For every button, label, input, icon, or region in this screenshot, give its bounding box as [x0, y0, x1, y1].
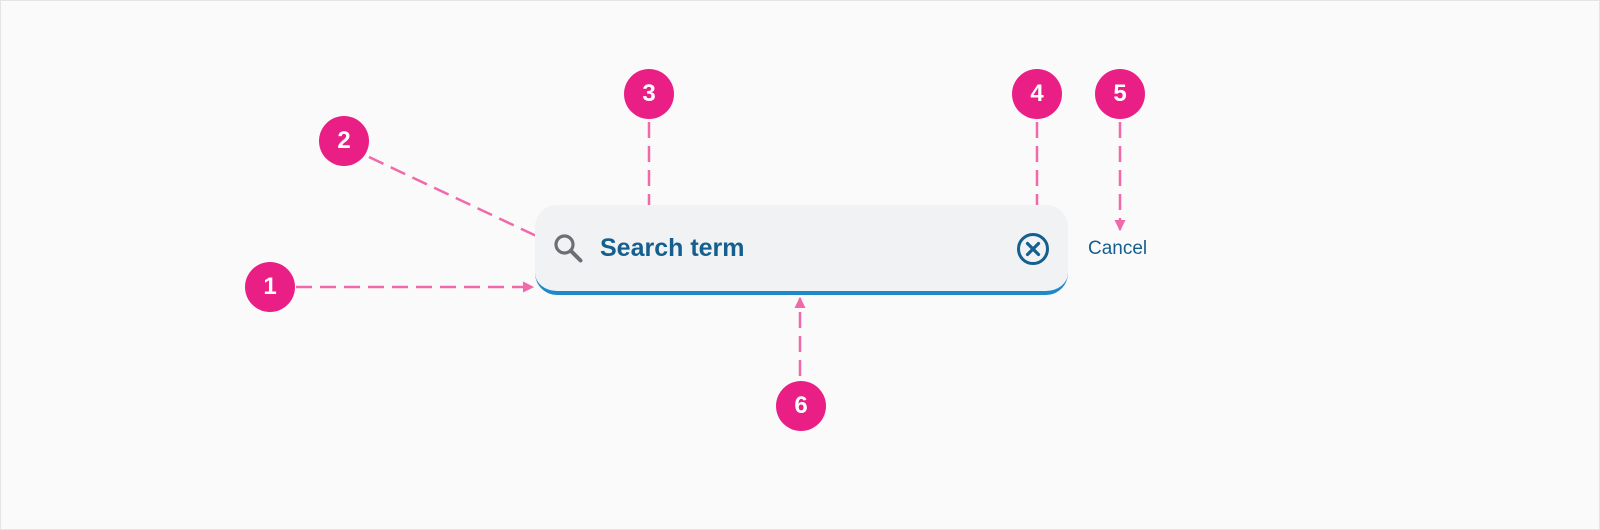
- marker-6: 6: [776, 381, 826, 431]
- search-input-text[interactable]: Search term: [600, 234, 745, 262]
- callout-line-2: [368, 155, 549, 243]
- marker-2: 2: [319, 116, 369, 166]
- marker-5: 5: [1095, 69, 1145, 119]
- marker-1: 1: [245, 262, 295, 312]
- search-icon: [552, 232, 584, 264]
- cancel-button[interactable]: Cancel: [1088, 238, 1148, 259]
- search-bar[interactable]: Search term: [535, 205, 1068, 295]
- clear-icon[interactable]: [1016, 232, 1050, 266]
- marker-3: 3: [624, 69, 674, 119]
- marker-4: 4: [1012, 69, 1062, 119]
